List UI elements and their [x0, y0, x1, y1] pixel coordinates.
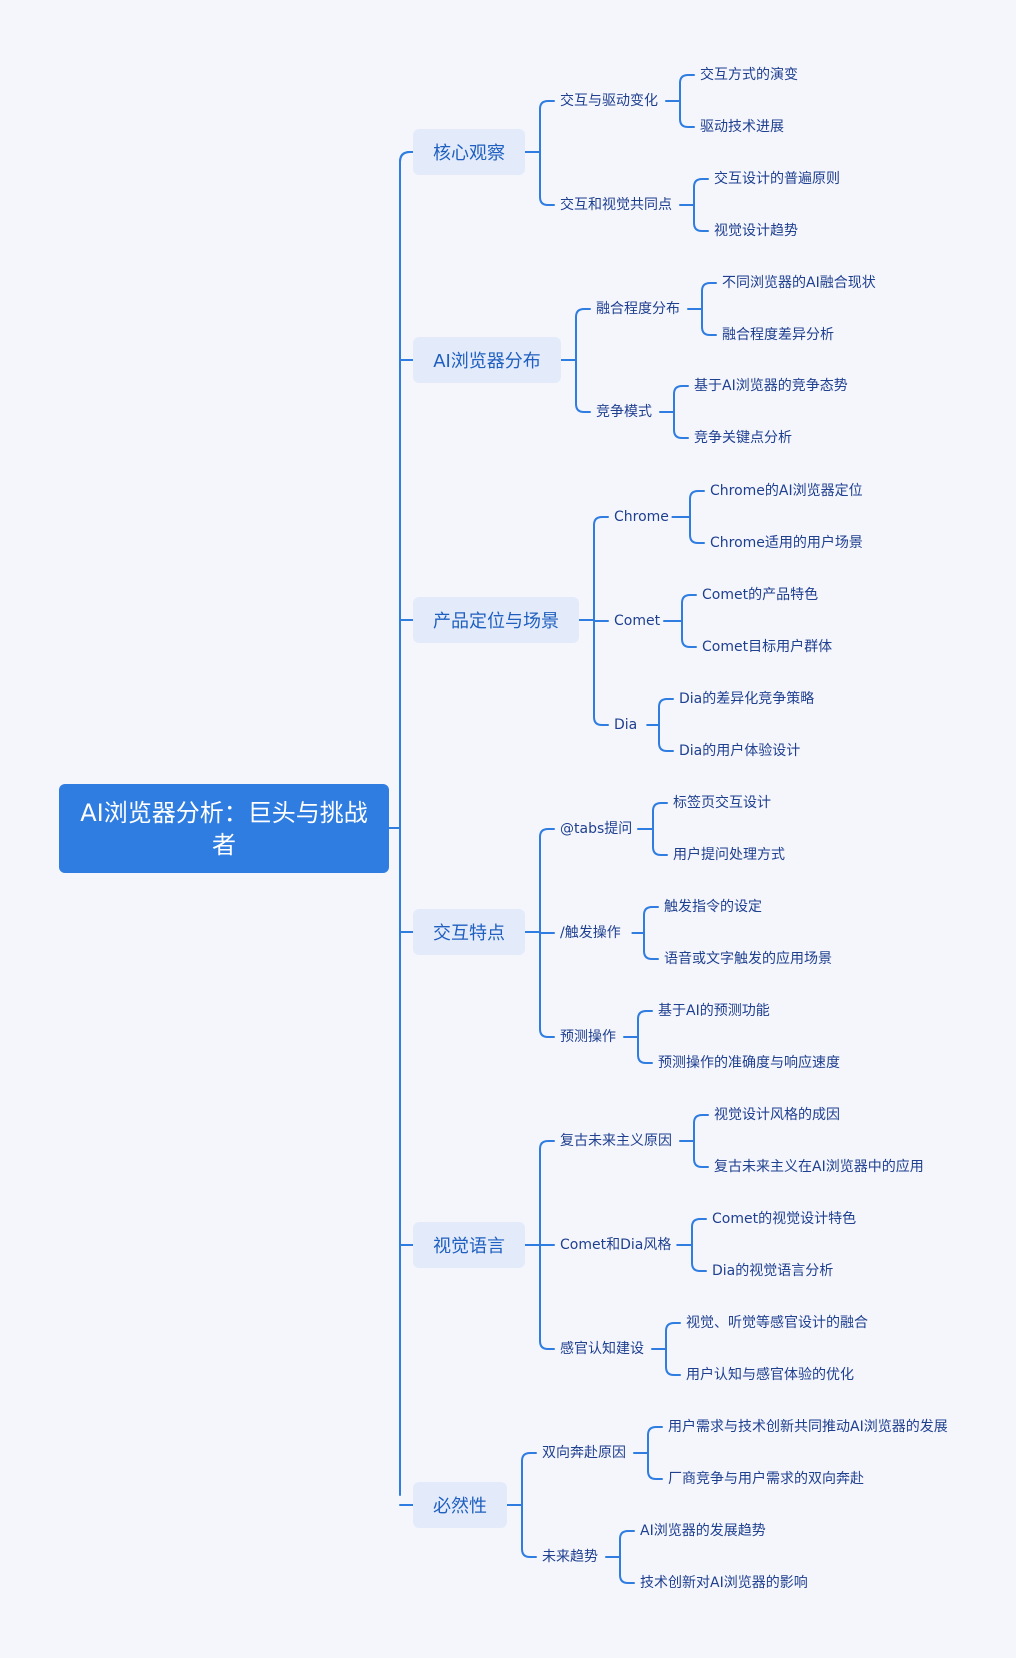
leaf-label[interactable]: 视觉、听觉等感官设计的融合 — [686, 1315, 868, 1331]
subtopic-label[interactable]: Chrome — [614, 509, 669, 525]
subtopic-label[interactable]: Comet和Dia风格 — [560, 1237, 672, 1253]
leaf-label[interactable]: 不同浏览器的AI融合现状 — [722, 275, 876, 291]
subtopic-label[interactable]: Dia — [614, 717, 638, 733]
leaf-label[interactable]: 用户需求与技术创新共同推动AI浏览器的发展 — [668, 1419, 948, 1435]
leaf-label[interactable]: 语音或文字触发的应用场景 — [664, 951, 832, 967]
subtopic-label[interactable]: 交互和视觉共同点 — [560, 197, 672, 213]
leaf-label[interactable]: 驱动技术进展 — [700, 119, 784, 135]
leaf-label[interactable]: 预测操作的准确度与响应速度 — [658, 1055, 840, 1071]
subtopic-label[interactable]: 未来趋势 — [542, 1549, 598, 1565]
leaf-label[interactable]: 视觉设计风格的成因 — [714, 1107, 840, 1123]
leaf-label[interactable]: 复古未来主义在AI浏览器中的应用 — [714, 1159, 924, 1175]
subtopic-label[interactable]: /触发操作 — [560, 925, 621, 941]
leaf-label[interactable]: 用户提问处理方式 — [673, 847, 785, 863]
branch-node[interactable]: 交互特点 — [413, 909, 525, 955]
leaf-label[interactable]: Chrome适用的用户场景 — [710, 535, 863, 551]
leaf-label[interactable]: Comet目标用户群体 — [702, 639, 833, 655]
leaf-label[interactable]: 技术创新对AI浏览器的影响 — [640, 1575, 808, 1591]
branch-node[interactable]: 视觉语言 — [413, 1222, 525, 1268]
subtopic-label[interactable]: @tabs提问 — [560, 821, 633, 837]
leaf-label[interactable]: Comet的视觉设计特色 — [712, 1211, 857, 1227]
subtopic-label[interactable]: 交互与驱动变化 — [560, 93, 658, 109]
branch-node[interactable]: AI浏览器分布 — [413, 337, 561, 383]
leaf-label[interactable]: AI浏览器的发展趋势 — [640, 1523, 766, 1539]
leaf-label[interactable]: 基于AI浏览器的竞争态势 — [694, 378, 848, 394]
leaf-label[interactable]: 厂商竞争与用户需求的双向奔赴 — [668, 1471, 864, 1487]
branch-node[interactable]: 核心观察 — [413, 129, 525, 175]
leaf-label[interactable]: Comet的产品特色 — [702, 587, 819, 603]
leaf-label[interactable]: 竞争关键点分析 — [694, 430, 792, 446]
leaf-label[interactable]: 基于AI的预测功能 — [658, 1003, 770, 1019]
leaf-label[interactable]: Chrome的AI浏览器定位 — [710, 483, 863, 499]
subtopic-label[interactable]: 预测操作 — [560, 1029, 616, 1045]
subtopic-label[interactable]: Comet — [614, 613, 661, 629]
subtopic-label[interactable]: 融合程度分布 — [596, 301, 680, 317]
leaf-label[interactable]: 标签页交互设计 — [673, 795, 771, 811]
branch-node[interactable]: 必然性 — [413, 1482, 507, 1528]
subtopic-label[interactable]: 感官认知建设 — [560, 1341, 644, 1357]
leaf-label[interactable]: 交互方式的演变 — [700, 67, 798, 83]
branch-node[interactable]: 产品定位与场景 — [413, 597, 579, 643]
subtopic-label[interactable]: 竞争模式 — [596, 404, 652, 420]
subtopic-label[interactable]: 双向奔赴原因 — [542, 1445, 626, 1461]
leaf-label[interactable]: 融合程度差异分析 — [722, 327, 834, 343]
leaf-label[interactable]: Dia的差异化竞争策略 — [679, 691, 815, 707]
leaf-label[interactable]: Dia的用户体验设计 — [679, 743, 801, 759]
leaf-label[interactable]: 视觉设计趋势 — [714, 223, 798, 239]
leaf-label[interactable]: Dia的视觉语言分析 — [712, 1263, 834, 1279]
leaf-label[interactable]: 交互设计的普遍原则 — [714, 171, 840, 187]
leaf-label[interactable]: 用户认知与感官体验的优化 — [686, 1367, 854, 1383]
root-node[interactable]: AI浏览器分析：巨头与挑战者 — [59, 784, 389, 873]
subtopic-label[interactable]: 复古未来主义原因 — [560, 1133, 672, 1149]
leaf-label[interactable]: 触发指令的设定 — [664, 899, 762, 915]
